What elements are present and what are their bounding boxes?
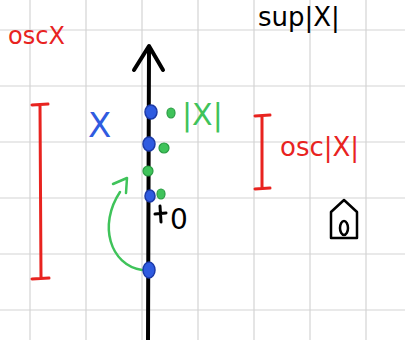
zero-label: 0 [170,206,188,234]
abs-point [159,143,169,153]
grid-line [0,253,405,254]
abs-point [143,166,153,176]
x-points [143,105,157,278]
grid-line [0,85,405,86]
abs-label: |X| [182,100,223,130]
grid-line [29,0,30,340]
reflection-arrow [109,192,142,270]
grid-line [0,197,405,198]
grid-line [197,0,198,340]
house-door [340,221,348,235]
abs-point [157,189,165,199]
zero-tick [155,206,166,222]
abs-points [143,108,175,199]
house-icon [331,200,357,238]
grid-line [141,0,142,340]
grid-line [85,0,86,340]
x-point [145,190,155,202]
x-point [145,105,157,119]
axis-arrowhead [134,46,163,70]
x-point [143,262,155,278]
house-outline [331,200,357,238]
x-point [143,137,155,151]
sup-label: sup|X| [258,4,340,30]
variable-label: X [88,108,111,142]
grid-line [253,0,254,340]
osc-abs-bracket [255,115,270,189]
grid-line [365,0,366,340]
abs-point [167,108,175,118]
reflection-arrowhead [113,178,127,193]
grid-line [0,309,405,310]
grid-line [309,0,310,340]
osc-label: oscX [8,24,65,48]
osc-abs-label: osc|X| [280,134,359,160]
osc-bracket [32,104,49,279]
